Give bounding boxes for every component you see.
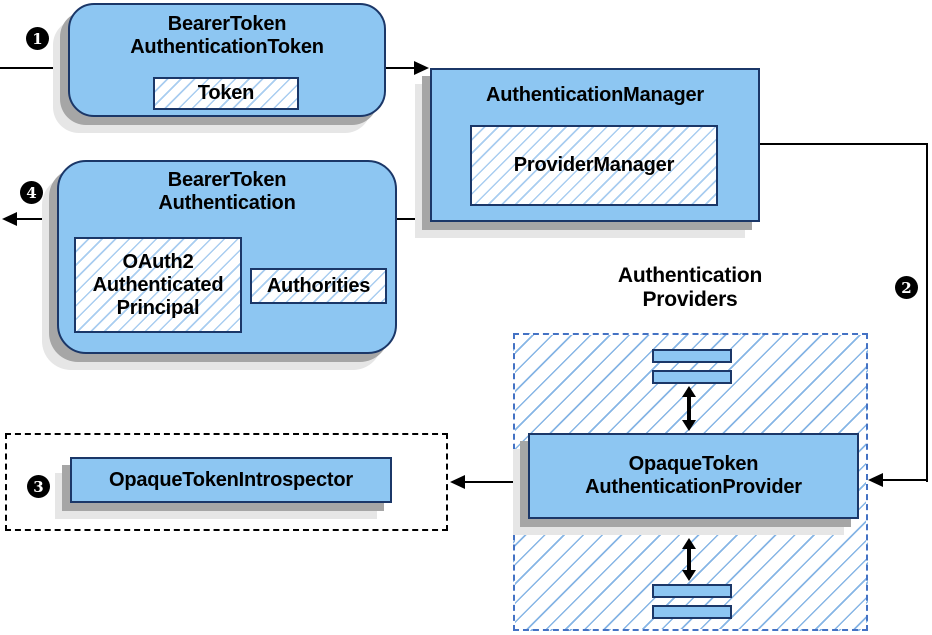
title-line: AuthenticationProvider — [585, 476, 802, 498]
step-badge-4: 4 — [20, 181, 43, 204]
title-line: BearerToken — [167, 169, 287, 191]
node-opaque-token-introspector: OpaqueTokenIntrospector — [70, 457, 392, 503]
connector-manager-to-authentication — [397, 218, 430, 220]
arrowhead-left-icon — [868, 473, 883, 487]
label-line: Providers — [642, 288, 738, 311]
double-arrow-shaft — [687, 547, 691, 571]
double-arrow-shaft — [687, 395, 691, 421]
step-badge-1: 1 — [26, 27, 49, 50]
connector-token-to-manager — [386, 67, 415, 69]
token-label: Token — [197, 82, 255, 104]
node-authorities: Authorities — [250, 268, 387, 304]
arrowhead-left-icon — [2, 212, 17, 226]
step-badge-3: 3 — [27, 475, 50, 498]
node-provider-manager: ProviderManager — [470, 125, 718, 206]
title-line: OpaqueToken — [628, 453, 759, 475]
authentication-providers-label: Authentication Providers — [556, 264, 824, 312]
step-badge-2: 2 — [895, 276, 918, 299]
title-line: AuthenticationToken — [130, 36, 324, 58]
node-opaque-token-authentication-provider: OpaqueToken AuthenticationProvider — [528, 433, 859, 519]
connector-step2-horizontal-bottom — [883, 479, 928, 481]
arrowhead-right-icon — [414, 61, 429, 75]
arrowhead-left-icon — [450, 475, 465, 489]
provider-stub-bar — [652, 605, 732, 619]
node-title: OpaqueToken AuthenticationProvider — [530, 435, 857, 517]
node-oauth2-authenticated-principal: OAuth2 Authenticated Principal — [74, 237, 242, 333]
node-authentication-manager: AuthenticationManager ProviderManager — [430, 68, 760, 222]
provider-stub-bar — [652, 584, 732, 598]
node-title: BearerToken Authentication — [59, 169, 395, 215]
arrowhead-up-icon — [682, 386, 696, 397]
connector-step2-horizontal-top — [760, 143, 928, 145]
arrowhead-up-icon — [682, 538, 696, 549]
arrowhead-down-icon — [682, 570, 696, 581]
connector-step3-to-introspector — [465, 481, 527, 483]
title-line: Authentication — [158, 192, 296, 214]
provider-stub-bar — [652, 370, 732, 384]
connector-step1-incoming — [0, 67, 68, 69]
label-line: Authentication — [617, 264, 763, 287]
arrowhead-down-icon — [682, 420, 696, 431]
node-bearer-token-authentication-token: BearerToken AuthenticationToken Token — [68, 3, 386, 117]
title-line: BearerToken — [167, 13, 287, 35]
node-bearer-token-authentication: BearerToken Authentication OAuth2 Authen… — [57, 160, 397, 354]
node-title: OpaqueTokenIntrospector — [72, 459, 390, 501]
node-title: BearerToken AuthenticationToken — [70, 13, 384, 59]
title-line: AuthenticationManager — [485, 84, 705, 106]
node-token: Token — [153, 77, 299, 110]
node-title: AuthenticationManager — [432, 84, 758, 107]
principal-line: OAuth2 — [122, 250, 194, 273]
connector-step2-vertical — [926, 143, 928, 482]
connector-step4-outgoing — [17, 218, 57, 220]
provider-manager-label: ProviderManager — [513, 154, 675, 176]
title-line: OpaqueTokenIntrospector — [109, 468, 353, 491]
principal-line: Principal — [116, 296, 200, 319]
authorities-label: Authorities — [266, 274, 371, 297]
principal-line: Authenticated — [92, 273, 224, 296]
provider-stub-bar — [652, 349, 732, 363]
